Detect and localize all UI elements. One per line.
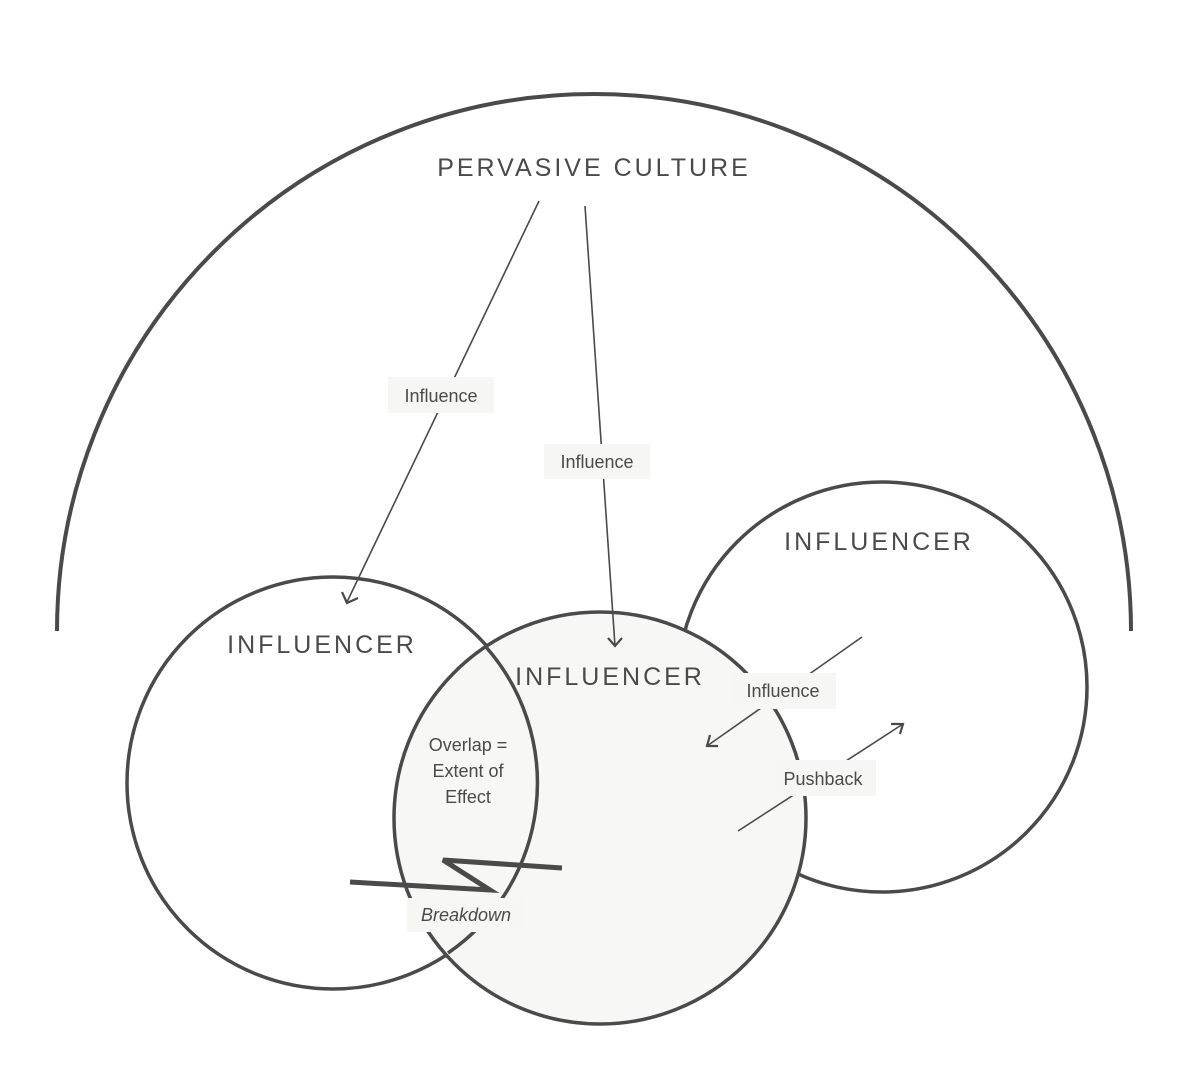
overlap-line-2: Extent of [432, 761, 504, 781]
overlap-line-3: Effect [445, 787, 491, 807]
influence-arrow-center-line [584, 205, 616, 647]
influence-arrow-center-head [607, 637, 623, 648]
pushback-arrow-head [891, 722, 905, 735]
influence-center-chip [544, 444, 650, 479]
influence-right-chip [730, 673, 836, 709]
overlap-line-1: Overlap = [429, 735, 508, 755]
influencer-title-left: INFLUENCER [227, 631, 417, 659]
influence-left-chip [388, 377, 494, 413]
breakdown-zigzag [349, 857, 563, 894]
influence-label-center: Influence [560, 452, 633, 472]
pervasive-culture-arc [55, 92, 1133, 632]
influencer-title-right: INFLUENCER [784, 528, 974, 556]
breakdown-chip [407, 898, 525, 932]
influencer-title-center: INFLUENCER [515, 663, 705, 691]
influence-arrow-right-head [705, 734, 718, 748]
pushback-label: Pushback [783, 769, 863, 789]
breakdown-label: Breakdown [421, 905, 511, 925]
influence-arrow-left-head [340, 591, 359, 605]
influence-label-left: Influence [404, 386, 477, 406]
influence-label-right: Influence [746, 681, 819, 701]
pervasive-culture-title: PERVASIVE CULTURE [437, 154, 751, 182]
pushback-chip [769, 760, 876, 796]
